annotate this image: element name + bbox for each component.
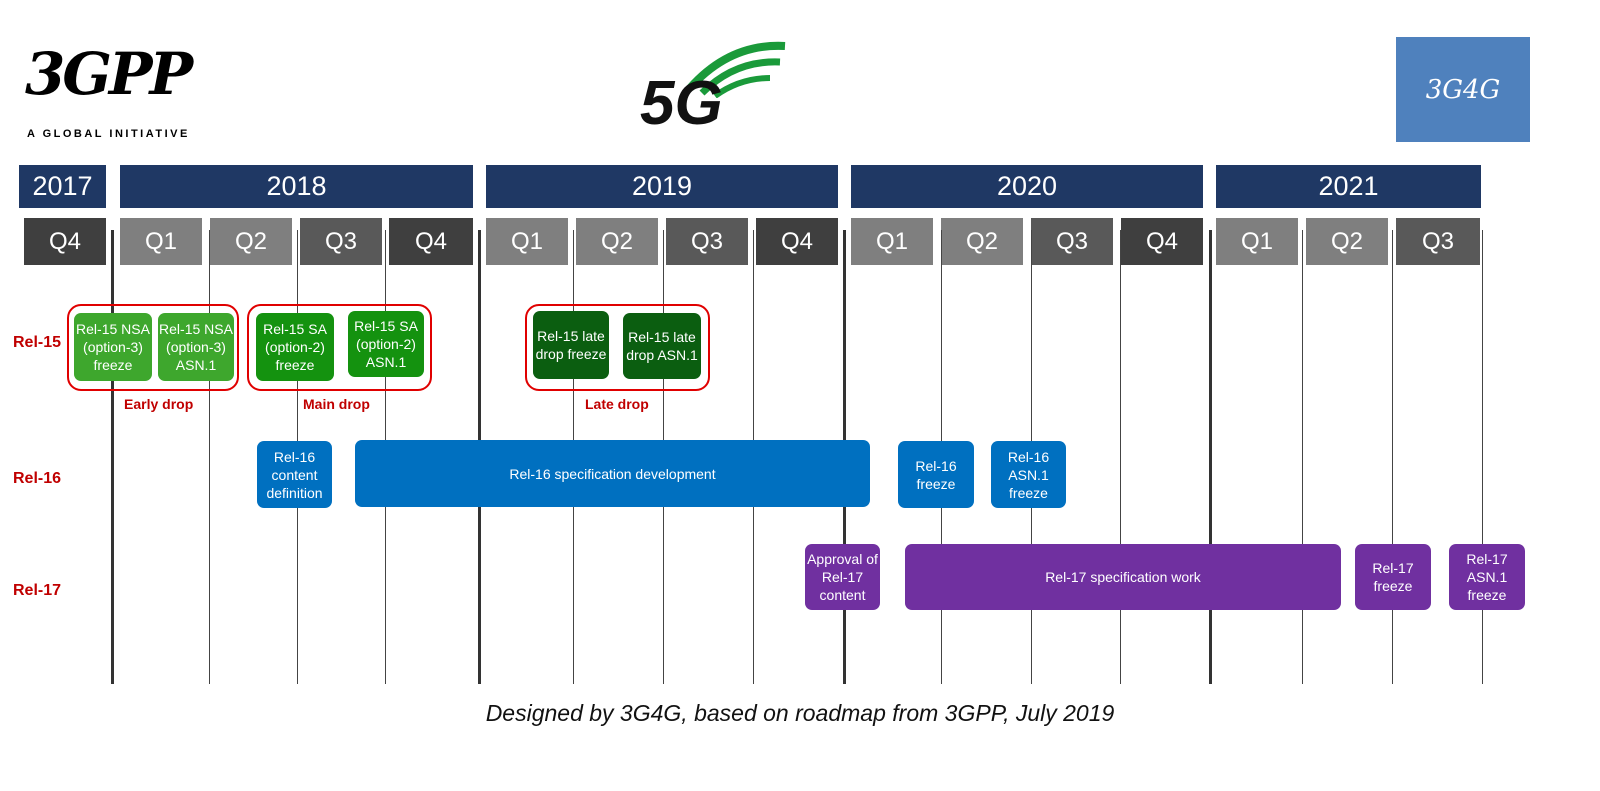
quarter: Q1 — [1216, 218, 1298, 265]
main-drop-label: Main drop — [303, 396, 370, 412]
5g-text: 5G — [640, 69, 723, 138]
main-drop-frame — [247, 304, 432, 391]
quarter: Q4 — [756, 218, 838, 265]
early-drop-label: Early drop — [124, 396, 194, 412]
quarter-divider — [1482, 230, 1483, 684]
quarter: Q3 — [1031, 218, 1113, 265]
3gpp-logo: 3GPP A GLOBAL INITIATIVE — [25, 40, 200, 145]
rel16-asn1-freeze: Rel-16 ASN.1 freeze — [991, 441, 1066, 508]
quarter: Q3 — [300, 218, 382, 265]
5g-logo: 5G — [640, 38, 790, 138]
row-label-rel17: Rel-17 — [13, 582, 62, 599]
year-2019: 2019 — [486, 165, 838, 208]
year-2017: 2017 — [19, 165, 106, 208]
rel16-freeze: Rel-16 freeze — [898, 441, 974, 508]
rel15-nsa-asn1: Rel-15 NSA (option-3) ASN.1 — [158, 313, 234, 381]
quarter-divider — [1392, 230, 1393, 684]
quarter: Q4 — [1121, 218, 1203, 265]
quarter: Q3 — [1396, 218, 1480, 265]
5g-waves-icon — [687, 41, 786, 98]
year-2021: 2021 — [1216, 165, 1481, 208]
year-divider — [1209, 230, 1212, 684]
rel16-content-definition: Rel-16 content definition — [257, 441, 332, 508]
quarter: Q2 — [210, 218, 292, 265]
rel17-freeze: Rel-17 freeze — [1355, 544, 1431, 610]
quarter-divider — [1120, 230, 1121, 684]
3gpp-logo-text: 3GPP — [25, 40, 193, 108]
quarter: Q1 — [486, 218, 568, 265]
late-drop-label: Late drop — [585, 396, 649, 412]
quarter: Q1 — [120, 218, 202, 265]
quarter: Q4 — [24, 218, 106, 265]
rel15-sa-freeze: Rel-15 SA (option-2) freeze — [256, 313, 334, 381]
year-2020: 2020 — [851, 165, 1203, 208]
3gpp-tagline: A GLOBAL INITIATIVE — [27, 128, 190, 140]
rel17-content-approval: Approval of Rel-17 content — [805, 544, 880, 610]
quarter: Q1 — [851, 218, 933, 265]
quarter-divider — [209, 230, 210, 684]
quarter: Q2 — [576, 218, 658, 265]
rel17-spec-work: Rel-17 specification work — [905, 544, 1341, 610]
quarter: Q4 — [389, 218, 473, 265]
quarter: Q2 — [1306, 218, 1388, 265]
year-divider — [111, 230, 114, 684]
quarter-divider — [1302, 230, 1303, 684]
caption: Designed by 3G4G, based on roadmap from … — [485, 700, 1115, 726]
3g4g-logo: 3G4G — [1396, 37, 1530, 142]
rel16-spec-development: Rel-16 specification development — [355, 440, 870, 507]
rel17-asn1-freeze: Rel-17 ASN.1 freeze — [1449, 544, 1525, 610]
row-label-rel16: Rel-16 — [13, 470, 62, 487]
year-2018: 2018 — [120, 165, 473, 208]
early-drop-frame — [67, 304, 239, 391]
quarter: Q3 — [666, 218, 748, 265]
rel15-sa-asn1: Rel-15 SA (option-2) ASN.1 — [348, 311, 424, 377]
3g4g-text: 3G4G — [1425, 74, 1501, 105]
row-label-rel15: Rel-15 — [13, 334, 62, 351]
rel15-late-drop-asn1: Rel-15 late drop ASN.1 — [623, 313, 701, 379]
quarter: Q2 — [941, 218, 1023, 265]
rel15-nsa-freeze: Rel-15 NSA (option-3) freeze — [74, 313, 152, 381]
rel15-late-drop-freeze: Rel-15 late drop freeze — [533, 311, 609, 379]
late-drop-frame — [525, 304, 710, 391]
